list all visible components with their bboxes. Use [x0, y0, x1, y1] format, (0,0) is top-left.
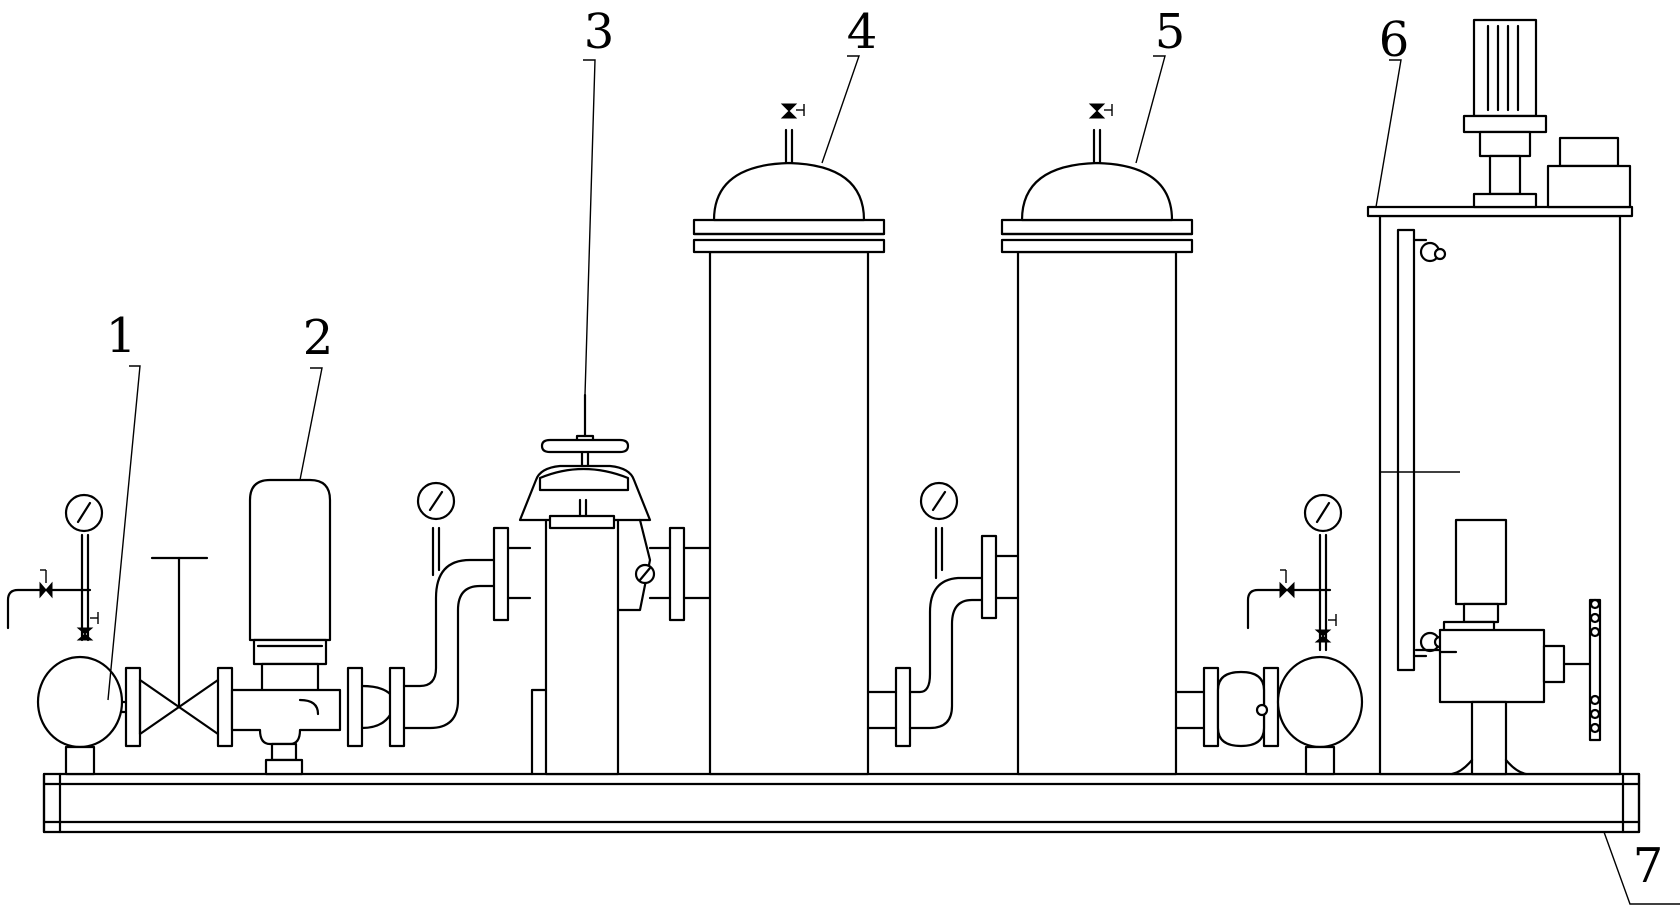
- basket-strainer: [492, 393, 712, 776]
- inlet-manifold: [6, 493, 124, 776]
- base-frame: [42, 772, 1641, 834]
- callout-labels: 1 2 3 4 5 6 7: [106, 4, 1664, 894]
- callout-5: 5: [1155, 4, 1186, 60]
- centrifugal-pump: [230, 478, 397, 776]
- callout-3: 3: [584, 4, 615, 60]
- outlet-assembly: [1174, 493, 1364, 776]
- leader-lines: [107, 55, 1680, 905]
- cartridge-filter-2: [1000, 103, 1194, 776]
- callout-2: 2: [303, 310, 334, 366]
- dosing-tank: [1366, 18, 1634, 776]
- callout-7: 7: [1633, 838, 1664, 894]
- callout-1: 1: [106, 308, 137, 364]
- cartridge-filter-1: [692, 103, 886, 776]
- pump-discharge-pipe: [388, 481, 496, 748]
- callout-4: 4: [847, 4, 878, 60]
- gate-valve: [120, 556, 234, 748]
- callout-6: 6: [1379, 12, 1410, 68]
- inter-filter-pipe: [866, 481, 1020, 748]
